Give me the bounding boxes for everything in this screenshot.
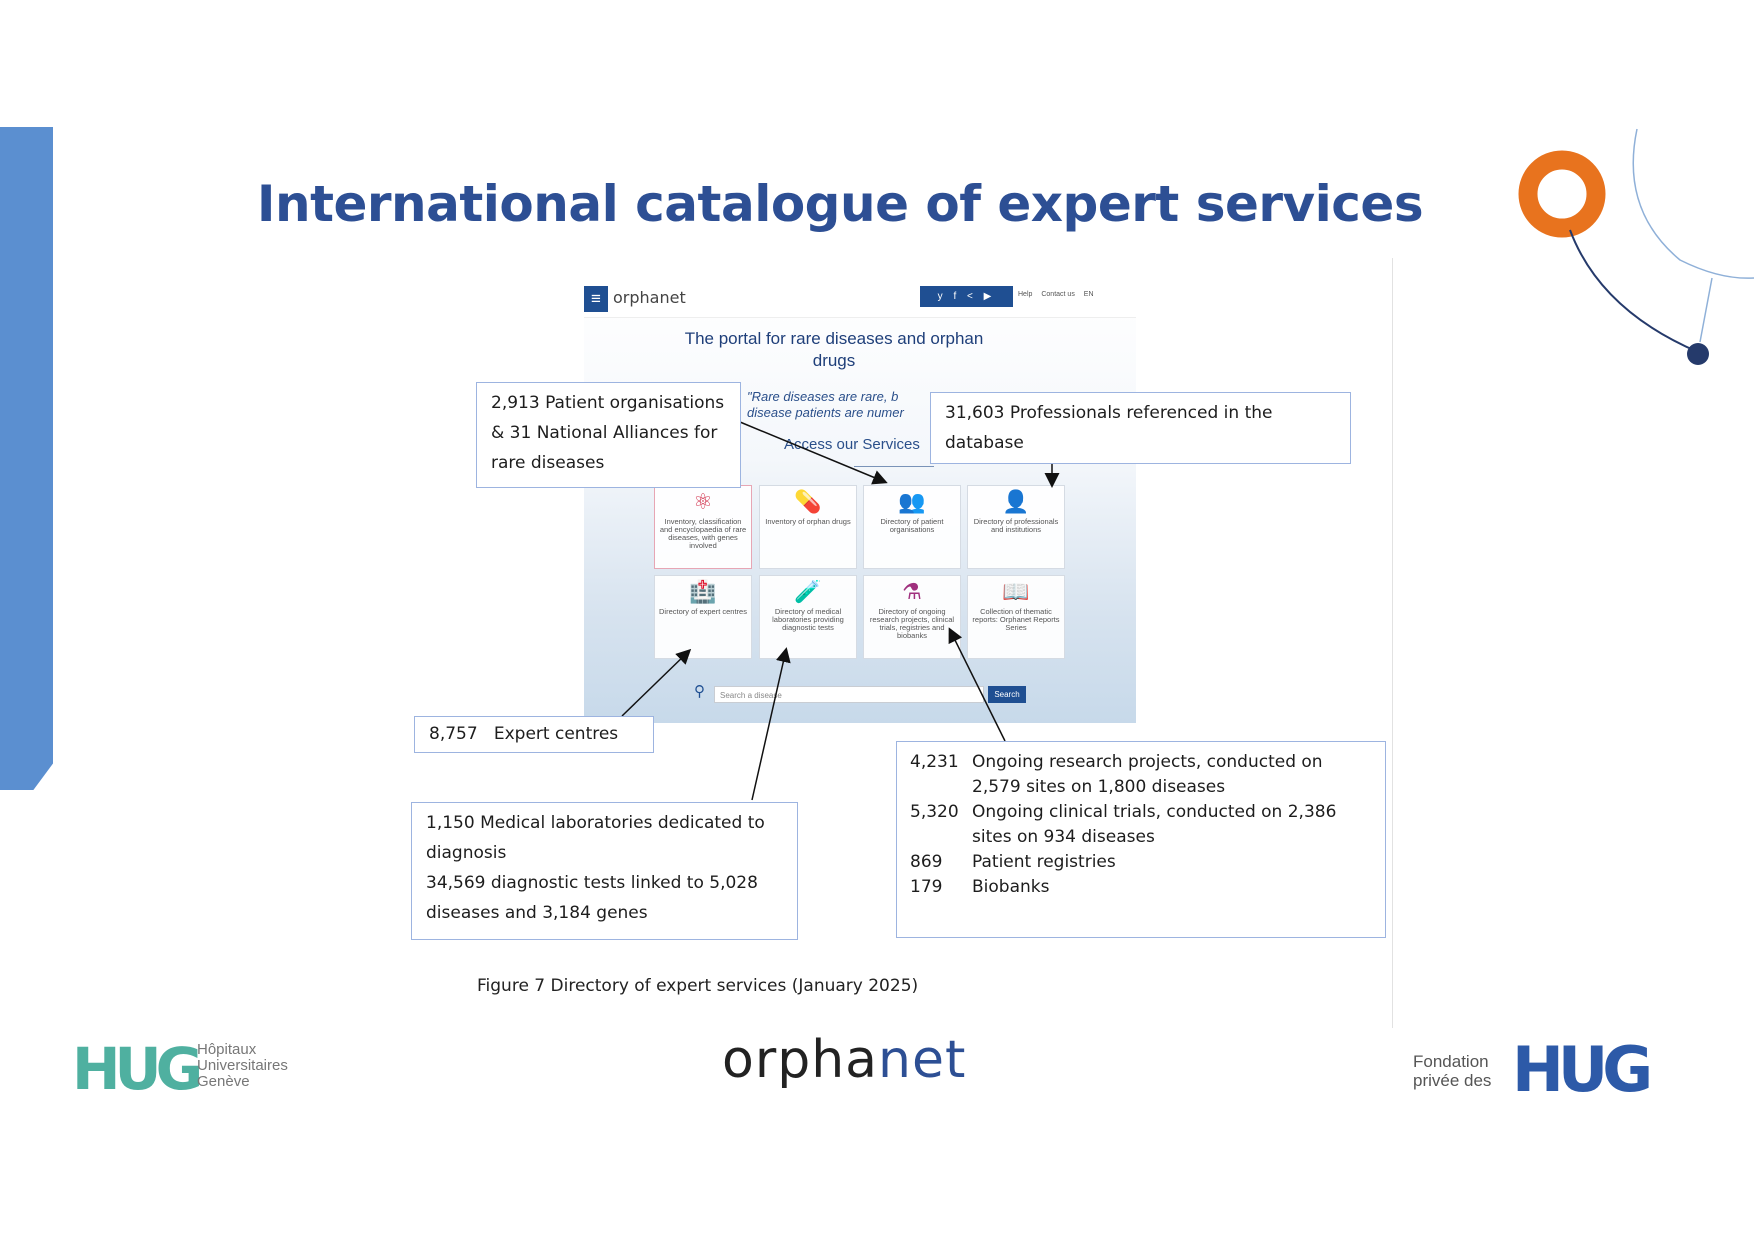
service-tile-label: Collection of thematic reports: Orphanet…: [972, 607, 1060, 632]
hug-sub-line3: Genève: [197, 1073, 250, 1090]
labs-line2: 34,569 diagnostic tests linked to 5,028 …: [426, 873, 758, 923]
professionals-callout: 31,603 Professionals referenced in the d…: [930, 392, 1351, 464]
molecule-icon: ⚛: [693, 489, 713, 514]
service-tile[interactable]: 🧪 Directory of medical laboratories provi…: [759, 575, 857, 659]
orphanet-logo-part1: orpha: [722, 1030, 879, 1090]
portal-tagline-line1: The portal for rare diseases and orphan: [684, 329, 984, 348]
research-row: 4,231 Ongoing research projects, conducte…: [910, 750, 1372, 800]
figure-caption: Figure 7 Directory of expert services (J…: [477, 976, 919, 996]
biobanks-num: 179: [910, 877, 943, 897]
service-tile[interactable]: 🏥 Directory of expert centres: [654, 575, 752, 659]
test-tube-icon: 🧪: [794, 579, 822, 604]
orange-ring-icon: [1518, 150, 1606, 238]
arrow-labs: [751, 647, 791, 801]
service-tile[interactable]: 📖 Collection of thematic reports: Orphane…: [967, 575, 1065, 659]
service-tile-label: Directory of patient organisations: [880, 517, 944, 534]
expert-centres-callout: 8,757 Expert centres: [414, 716, 654, 753]
patient-orgs-callout: 2,913 Patient organisations & 31 Nationa…: [476, 382, 741, 488]
menu-icon[interactable]: ≡: [584, 286, 608, 312]
help-link[interactable]: Help: [1018, 291, 1033, 298]
book-icon: 📖: [1002, 579, 1030, 604]
service-tile-label: Inventory, classification and encyclopae…: [659, 517, 747, 550]
hug-left-subtitle: Hôpitaux Universitaires Genève: [197, 1042, 288, 1090]
registries-num: 869: [910, 852, 943, 872]
navy-dot-icon: [1687, 343, 1709, 365]
service-tile[interactable]: 💊 Inventory of orphan drugs: [759, 485, 857, 569]
orphanet-logo: orphanet: [722, 1030, 966, 1090]
service-tile-label: Directory of expert centres: [659, 607, 747, 616]
divider-line: [1392, 258, 1393, 1028]
pills-icon: 💊: [794, 489, 822, 514]
service-tile-label: Inventory of orphan drugs: [765, 517, 851, 526]
hug-logo-right: HUG: [1512, 1033, 1653, 1106]
fondation-text: Fondation privée des: [1413, 1052, 1491, 1090]
hug-sub-line2: Universitaires: [197, 1057, 288, 1074]
search-button[interactable]: Search: [988, 686, 1026, 703]
page-title: International catalogue of expert servic…: [256, 175, 1424, 233]
portal-top-links: Help Contact us EN: [1018, 291, 1101, 298]
doctor-icon: 👤: [1002, 489, 1030, 514]
quote-line1: "Rare diseases are rare, b: [747, 389, 899, 404]
decorative-circles-graphic: [1518, 128, 1754, 365]
fondation-line2: privée des: [1413, 1071, 1492, 1090]
trials-num: 5,320: [910, 802, 959, 822]
hug-logo-left: HUG: [72, 1035, 203, 1103]
flask-icon: ⚗: [902, 579, 922, 604]
contact-link[interactable]: Contact us: [1041, 291, 1075, 298]
research-callout: 4,231 Ongoing research projects, conducte…: [896, 741, 1386, 938]
disease-search-input[interactable]: Search a disease: [714, 686, 984, 703]
labs-callout: 1,150 Medical laboratories dedicated to …: [411, 802, 798, 940]
search-icon: ⚲: [694, 683, 705, 700]
hospital-icon: 🏥: [689, 579, 717, 604]
research-text: Ongoing research projects, conducted on …: [972, 752, 1323, 797]
service-tile-label: Directory of ongoing research projects, …: [869, 607, 955, 640]
service-tile[interactable]: 👥 Directory of patient organisations: [863, 485, 961, 569]
left-accent-bar: [0, 127, 53, 790]
access-underline: [854, 466, 934, 467]
arrow-expert-centres: [621, 648, 692, 717]
fondation-line1: Fondation: [1413, 1052, 1489, 1071]
portal-quote: "Rare diseases are rare, b disease patie…: [747, 389, 904, 421]
portal-tagline-line2: drugs: [812, 351, 856, 370]
service-tile-label: Directory of professionals and instituti…: [973, 517, 1059, 534]
portal-header: ≡ orphanet y f < ▶ Help Contact us EN: [584, 283, 1136, 318]
biobanks-row: 179 Biobanks: [910, 875, 1372, 900]
registries-text: Patient registries: [972, 852, 1116, 872]
quote-line2: disease patients are numer: [747, 405, 904, 420]
labs-line1: 1,150 Medical laboratories dedicated to …: [426, 813, 765, 863]
trials-text: Ongoing clinical trials, conducted on 2,…: [972, 802, 1337, 847]
service-tile-label: Directory of medical laboratories provid…: [772, 607, 844, 632]
language-link[interactable]: EN: [1083, 291, 1094, 298]
trials-row: 5,320 Ongoing clinical trials, conducted …: [910, 800, 1372, 850]
research-num: 4,231: [910, 752, 959, 772]
service-tile[interactable]: ⚗ Directory of ongoing research projects,…: [863, 575, 961, 659]
service-tile[interactable]: 👤 Directory of professionals and institut…: [967, 485, 1065, 569]
registries-row: 869 Patient registries: [910, 850, 1372, 875]
people-icon: 👥: [898, 489, 926, 514]
hug-sub-line1: Hôpitaux: [197, 1041, 257, 1058]
service-tile[interactable]: ⚛ Inventory, classification and encyclopa…: [654, 485, 752, 569]
arrow-patient-orgs: [739, 421, 888, 485]
arrow-research: [948, 627, 1006, 742]
biobanks-text: Biobanks: [972, 877, 1050, 897]
portal-logo: orphanet: [613, 288, 686, 307]
social-icons[interactable]: y f < ▶: [920, 286, 1013, 307]
orphanet-logo-part2: net: [878, 1030, 967, 1090]
portal-tagline: The portal for rare diseases and orphan …: [684, 328, 984, 372]
access-services-heading: Access our Services: [784, 436, 920, 453]
